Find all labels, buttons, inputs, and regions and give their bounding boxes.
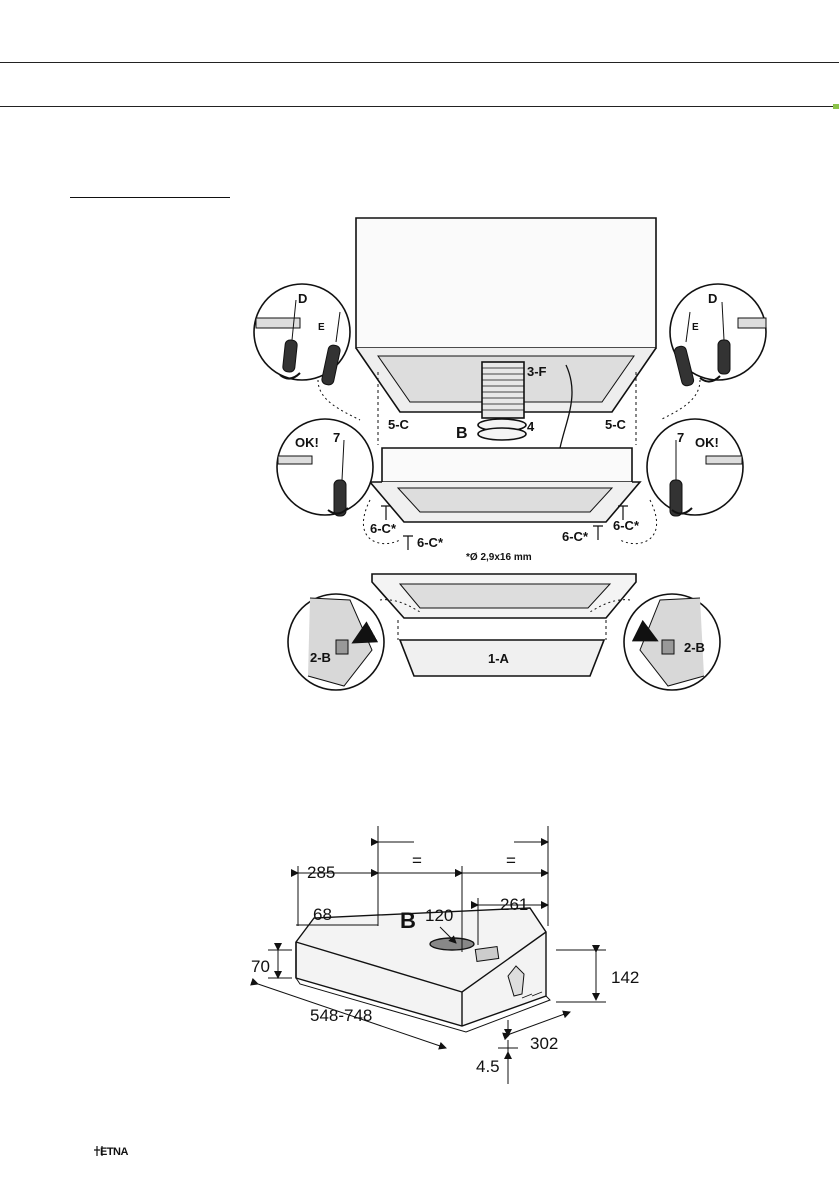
label-b: B: [456, 425, 468, 442]
label-6c-3: 6-C*: [562, 529, 589, 544]
dim-285: 285: [307, 863, 335, 882]
outlet-b: [430, 938, 474, 950]
dim-548-748: 548-748: [310, 1006, 372, 1025]
label-4: 4: [527, 419, 535, 434]
clip-left: [336, 640, 348, 654]
screw-note: *Ø 2,9x16 mm: [466, 552, 532, 563]
label-7-right: 7: [677, 430, 684, 445]
label-2b-left: 2-B: [310, 650, 331, 665]
cabinet-box: [356, 218, 656, 348]
flexible-duct: [482, 362, 524, 418]
label-5c-right: 5-C: [605, 417, 627, 432]
label-2b-right: 2-B: [684, 640, 705, 655]
dim-68: 68: [313, 905, 332, 924]
label-7-left: 7: [333, 430, 340, 445]
label-3f: 3-F: [527, 364, 547, 379]
label-6c-1: 6-C*: [370, 521, 397, 536]
dim-eq-1: =: [412, 851, 422, 870]
dim-142: 142: [611, 968, 639, 987]
dim-70: 70: [251, 957, 270, 976]
detail-circle-mid-right: [647, 419, 743, 515]
dim-label-b: B: [400, 908, 416, 933]
label-5c-left: 5-C: [388, 417, 410, 432]
hood-body: [382, 448, 632, 482]
label-e-left: E: [318, 322, 325, 333]
mounting-diagram: [254, 218, 766, 690]
label-6c-2: 6-C*: [417, 535, 444, 550]
label-ok-left: OK!: [295, 435, 319, 450]
label-ok-right: OK!: [695, 435, 719, 450]
label-d-right: D: [708, 291, 717, 306]
dim-302: 302: [530, 1034, 558, 1053]
label-d-left: D: [298, 291, 307, 306]
dim-4-5: 4.5: [476, 1057, 500, 1076]
label-6c-4: 6-C*: [613, 518, 640, 533]
brand-logo: ETNA: [100, 1146, 128, 1158]
clip-right: [662, 640, 674, 654]
dim-261: 261: [500, 895, 528, 914]
label-1a: 1-A: [488, 651, 510, 666]
label-e-right: E: [692, 322, 699, 333]
dim-120: 120: [425, 906, 453, 925]
detail-circle-mid-left: [277, 419, 373, 515]
dim-eq-2: =: [506, 851, 516, 870]
